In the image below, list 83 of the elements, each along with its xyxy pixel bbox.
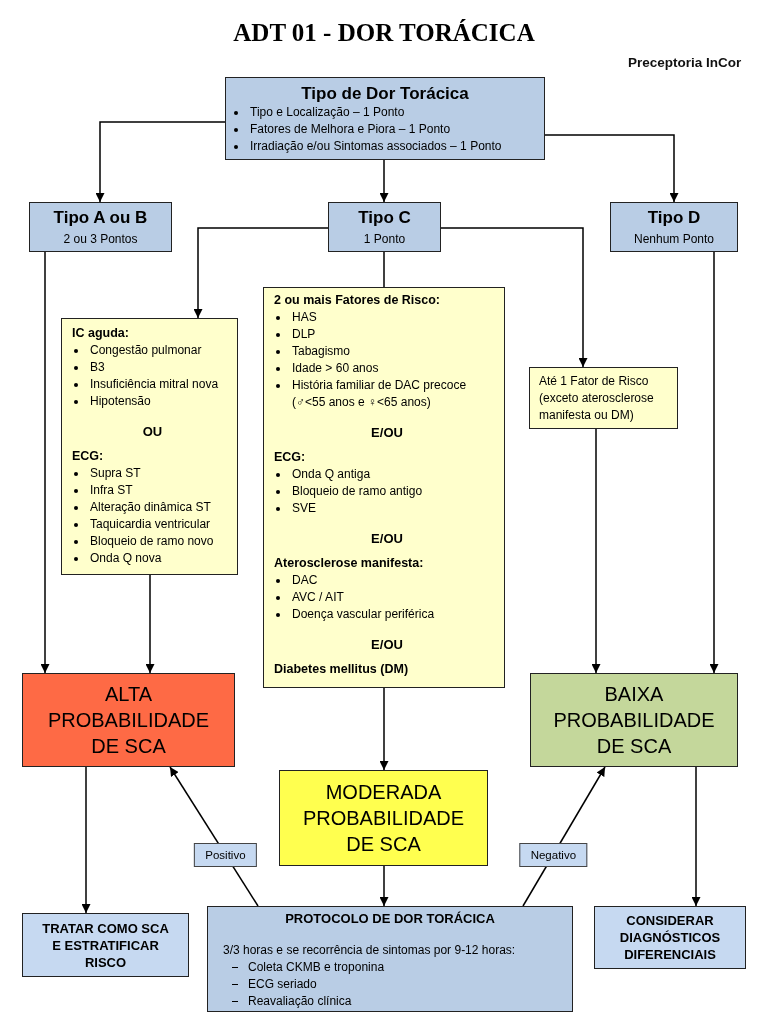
- box-heading: Tipo C: [358, 207, 411, 228]
- section-heading: ECG:: [72, 448, 104, 465]
- separator-label: OU: [142, 423, 163, 440]
- box-heading: Tipo D: [647, 207, 701, 228]
- action-box: [594, 906, 746, 969]
- section-heading: 2 ou mais Fatores de Risco:: [274, 292, 441, 309]
- protocol-box: [207, 906, 573, 1012]
- probability-box: [22, 673, 235, 767]
- probability-box: [279, 770, 488, 866]
- result-text: BAIXA PROBABILIDADE DE SCA: [552, 682, 716, 759]
- process-box: [225, 77, 545, 160]
- box-subtitle: 2 ou 3 Pontos: [63, 231, 138, 247]
- edge-label: Negativo: [519, 842, 587, 867]
- separator-label: E/OU: [371, 636, 403, 653]
- box-heading: Tipo de Dor Torácica: [301, 83, 469, 104]
- list-item: Hipotensão: [90, 393, 151, 410]
- box-text: Até 1 Fator de Risco (exceto aterosclerose manifesta ou DM): [539, 373, 655, 424]
- separator-label: E/OU: [371, 530, 403, 547]
- action-box: [22, 913, 189, 977]
- box-text: 3/3 horas e se recorrência de sintomas por 9-12 horas:: [223, 942, 516, 959]
- list-item: DLP: [292, 326, 316, 343]
- section-heading: Diabetes mellitus (DM): [274, 661, 409, 678]
- connector-line: [383, 251, 385, 288]
- list-item: ECG seriado: [248, 976, 317, 993]
- arrow: [40, 251, 50, 674]
- list-item: Bloqueio de ramo novo: [90, 533, 214, 550]
- list-item: HAS: [292, 309, 317, 326]
- arrow: [379, 687, 389, 771]
- arrow: [379, 865, 389, 907]
- list-item: Bloqueio de ramo antigo: [292, 483, 423, 500]
- box-subtitle: Nenhum Ponto: [633, 231, 715, 247]
- section-heading: ECG:: [274, 449, 306, 466]
- list-item: AVC / AIT: [292, 589, 344, 606]
- arrow: [95, 121, 226, 203]
- box-heading: PROTOCOLO DE DOR TORÁCICA: [285, 910, 495, 928]
- arrow: [379, 159, 389, 203]
- section-heading: IC aguda:: [72, 325, 129, 342]
- list-item: Supra ST: [90, 465, 141, 482]
- result-text: MODERADA PROBABILIDADE DE SCA: [301, 780, 466, 857]
- list-item: Idade > 60 anos: [292, 360, 379, 377]
- criteria-box: [263, 287, 505, 688]
- list-item: Tipo e Localização – 1 Ponto: [250, 104, 405, 121]
- arrow: [709, 251, 719, 674]
- list-item: Insuficiência mitral nova: [90, 376, 219, 393]
- arrow: [81, 766, 91, 914]
- list-item: Infra ST: [90, 482, 133, 499]
- edge-label: Positivo: [194, 842, 257, 867]
- category-box: [328, 202, 441, 252]
- list-item: Congestão pulmonar: [90, 342, 202, 359]
- list-item: História familiar de DAC precoce (♂<55 anos e ♀<65 anos): [292, 377, 468, 411]
- list-item: Irradiação e/ou Sintomas associados – 1 Ponto: [250, 138, 502, 155]
- header-label: Preceptoria InCor: [628, 54, 742, 72]
- list-item: Tabagismo: [292, 343, 351, 360]
- list-item: Onda Q antiga: [292, 466, 371, 483]
- box-text: TRATAR COMO SCA E ESTRATIFICAR RISCO: [41, 919, 170, 971]
- list-item: Reavaliação clínica: [248, 993, 352, 1010]
- list-item: Onda Q nova: [90, 550, 162, 567]
- section-heading: Aterosclerose manifesta:: [274, 555, 424, 572]
- arrow: [544, 134, 679, 203]
- list-item: Fatores de Melhora e Piora – 1 Ponto: [250, 121, 451, 138]
- title: ADT 01 - DOR TORÁCICA: [233, 18, 535, 48]
- box-text: CONSIDERAR DIAGNÓSTICOS DIFERENCIAIS: [618, 912, 722, 963]
- criteria-box: [529, 367, 678, 429]
- arrow: [193, 227, 329, 319]
- criteria-box: [61, 318, 238, 575]
- arrow: [440, 227, 588, 368]
- box-heading: Tipo A ou B: [53, 207, 148, 228]
- list-item: SVE: [292, 500, 316, 517]
- result-text: ALTA PROBABILIDADE DE SCA: [46, 682, 211, 759]
- separator-label: E/OU: [371, 424, 403, 441]
- list-item: Taquicardia ventricular: [90, 516, 211, 533]
- arrow: [591, 428, 601, 674]
- arrow: [691, 766, 701, 907]
- list-item: B3: [90, 359, 105, 376]
- list-item: Alteração dinâmica ST: [90, 499, 211, 516]
- box-subtitle: 1 Ponto: [363, 231, 406, 247]
- arrow: [145, 574, 155, 674]
- list-item: Coleta CKMB e troponina: [248, 959, 385, 976]
- category-box: [610, 202, 738, 252]
- list-item: Doença vascular periférica: [292, 606, 435, 623]
- category-box: [29, 202, 172, 252]
- list-item: DAC: [292, 572, 318, 589]
- probability-box: [530, 673, 738, 767]
